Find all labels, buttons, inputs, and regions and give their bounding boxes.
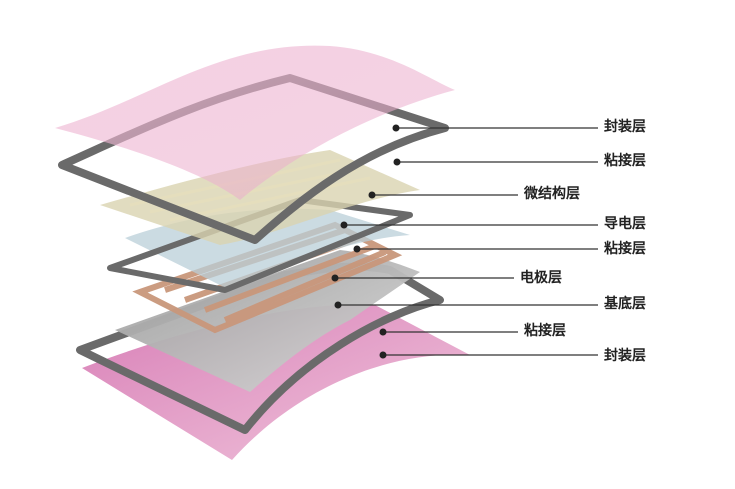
leader-dot [393, 158, 401, 166]
label-encapsulation-bottom: 封装层 [604, 348, 646, 364]
leader-dot [334, 301, 342, 309]
leader-dot [353, 245, 361, 253]
label-substrate: 基底层 [604, 296, 646, 312]
label-conductive: 导电层 [604, 216, 646, 232]
leader-dot [368, 191, 376, 199]
top-encapsulation-layer [55, 45, 455, 200]
leader-dot [392, 124, 400, 132]
label-adhesive-middle: 粘接层 [604, 241, 646, 257]
leader-lines [331, 124, 598, 359]
label-encapsulation-top: 封装层 [604, 119, 646, 135]
leader-dot [340, 221, 348, 229]
leader-dot [379, 328, 387, 336]
leader-dot [379, 351, 387, 359]
leader-dot [331, 274, 339, 282]
label-electrode: 电极层 [520, 270, 562, 286]
label-microstructure: 微结构层 [524, 186, 580, 202]
substrate-layer [115, 250, 420, 392]
label-adhesive-top: 粘接层 [604, 153, 646, 169]
label-adhesive-bottom: 粘接层 [524, 323, 566, 339]
